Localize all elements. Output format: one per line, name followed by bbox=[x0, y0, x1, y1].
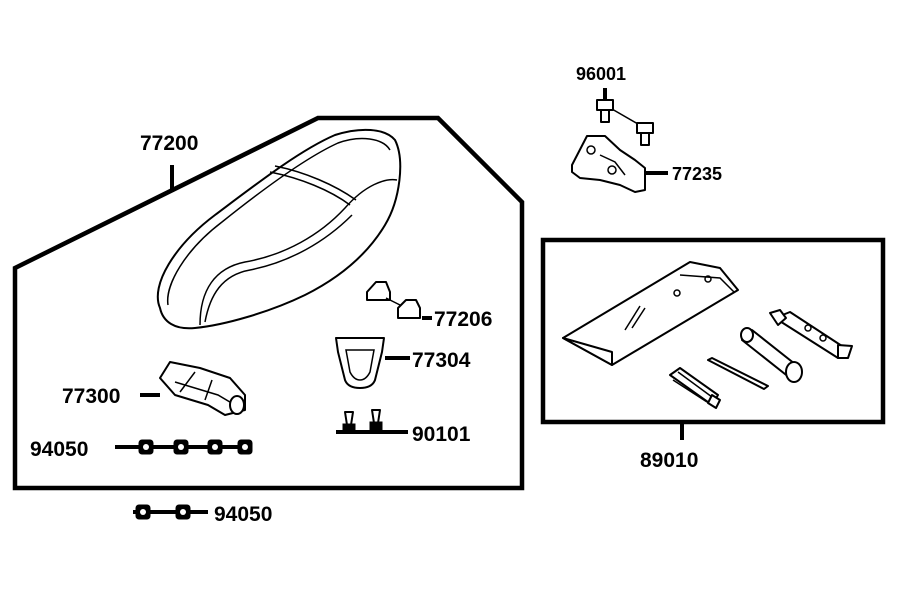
tool-kit-frame bbox=[540, 237, 886, 425]
label-94050-pair: 94050 bbox=[214, 503, 272, 526]
tool-pouch-illustration bbox=[562, 261, 739, 366]
open-wrench-illustration bbox=[769, 309, 853, 359]
seat-bracket-illustration bbox=[335, 337, 410, 389]
seat-hook-illustration bbox=[366, 281, 432, 320]
label-77235: 77235 bbox=[672, 164, 722, 184]
label-90101: 90101 bbox=[412, 423, 471, 446]
lock-latch-illustration bbox=[571, 135, 668, 193]
label-77304: 77304 bbox=[412, 349, 471, 372]
label-77300: 77300 bbox=[62, 385, 120, 408]
label-77200: 77200 bbox=[140, 132, 198, 155]
seat-illustration bbox=[156, 128, 402, 330]
nuts-pair-illustration bbox=[133, 504, 208, 520]
socket-wrench-illustration bbox=[740, 327, 803, 383]
seat-hinge-illustration bbox=[140, 361, 246, 416]
lock-bolts-illustration bbox=[596, 88, 654, 146]
label-94050-row: 94050 bbox=[30, 438, 88, 461]
screws-illustration bbox=[336, 409, 408, 434]
screwdriver-illustration bbox=[669, 367, 721, 409]
nuts-row-illustration bbox=[115, 439, 253, 455]
seat-group-frame bbox=[12, 115, 525, 491]
label-89010: 89010 bbox=[640, 449, 698, 472]
label-96001: 96001 bbox=[576, 64, 626, 84]
label-77206: 77206 bbox=[434, 308, 492, 331]
screwdriver-shaft-illustration bbox=[707, 357, 769, 390]
